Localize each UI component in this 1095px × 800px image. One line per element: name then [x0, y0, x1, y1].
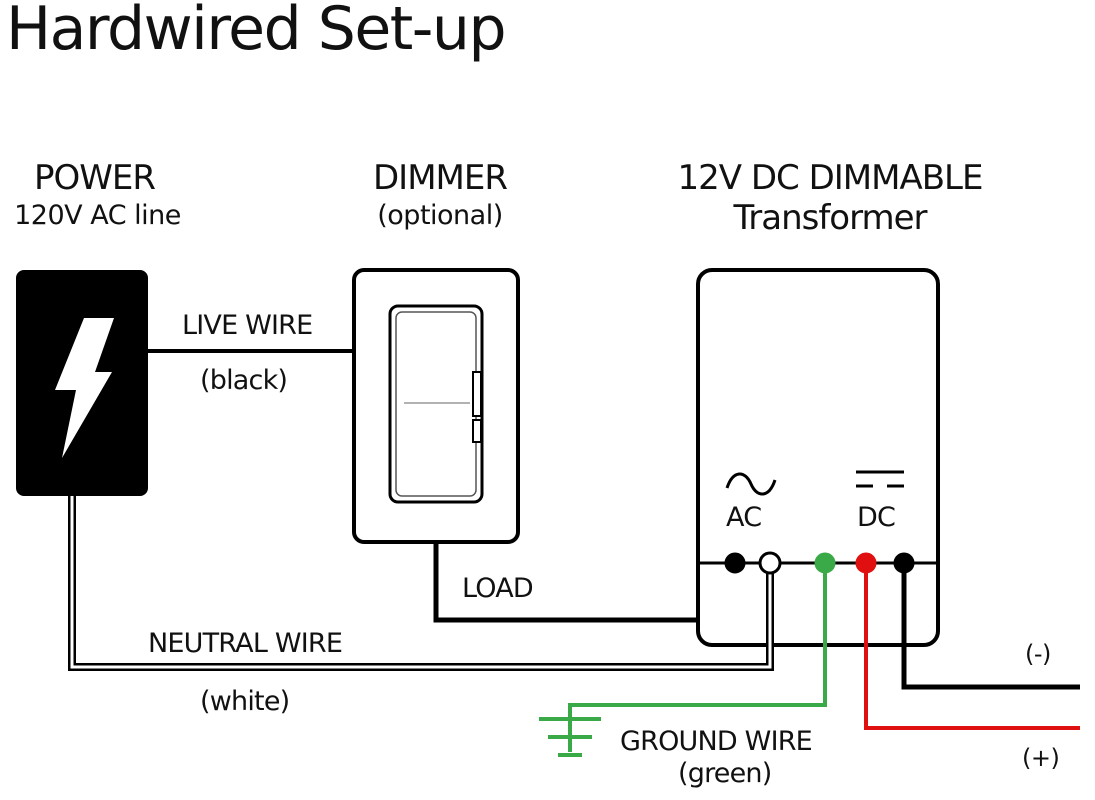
dc-label: DC — [857, 502, 896, 533]
live-wire-color-label: (black) — [200, 365, 288, 396]
live-wire-label: LIVE WIRE — [182, 310, 313, 341]
ac-label: AC — [726, 502, 762, 533]
transformer-subheading: Transformer — [733, 198, 927, 238]
power-heading: POWER — [34, 158, 156, 198]
ground-wire-label: GROUND WIRE — [620, 726, 813, 757]
neutral-wire — [70, 496, 772, 669]
terminal-ac-neutral — [758, 551, 782, 575]
dc-positive-wire — [864, 563, 1080, 730]
terminal-ac-live — [724, 552, 746, 574]
dc-positive-label: (+) — [1022, 744, 1060, 772]
dimmer-heading: DIMMER — [373, 158, 508, 198]
page-title: Hardwired Set-up — [6, 0, 507, 64]
terminal-ground — [814, 552, 836, 574]
power-subheading: 120V AC line — [14, 200, 181, 231]
dc-negative-label: (-) — [1025, 640, 1051, 668]
terminal-dc-negative — [893, 552, 915, 574]
ground-symbol-icon — [539, 717, 601, 757]
transformer-box — [696, 268, 940, 647]
dimmer-switch-icon — [388, 304, 484, 504]
neutral-wire-label: NEUTRAL WIRE — [148, 628, 343, 659]
dc-symbol-icon — [856, 470, 904, 488]
lightning-bolt-icon — [55, 318, 114, 458]
ground-wire — [568, 563, 827, 752]
dimmer-subheading: (optional) — [377, 200, 503, 231]
sine-wave-icon — [725, 472, 777, 496]
neutral-wire-color-label: (white) — [200, 686, 290, 717]
load-label: LOAD — [462, 573, 534, 604]
transformer-heading: 12V DC DIMMABLE — [677, 158, 984, 198]
terminal-dc-positive — [855, 552, 877, 574]
ground-wire-color-label: (green) — [678, 758, 772, 789]
dc-negative-wire — [901, 563, 1080, 690]
